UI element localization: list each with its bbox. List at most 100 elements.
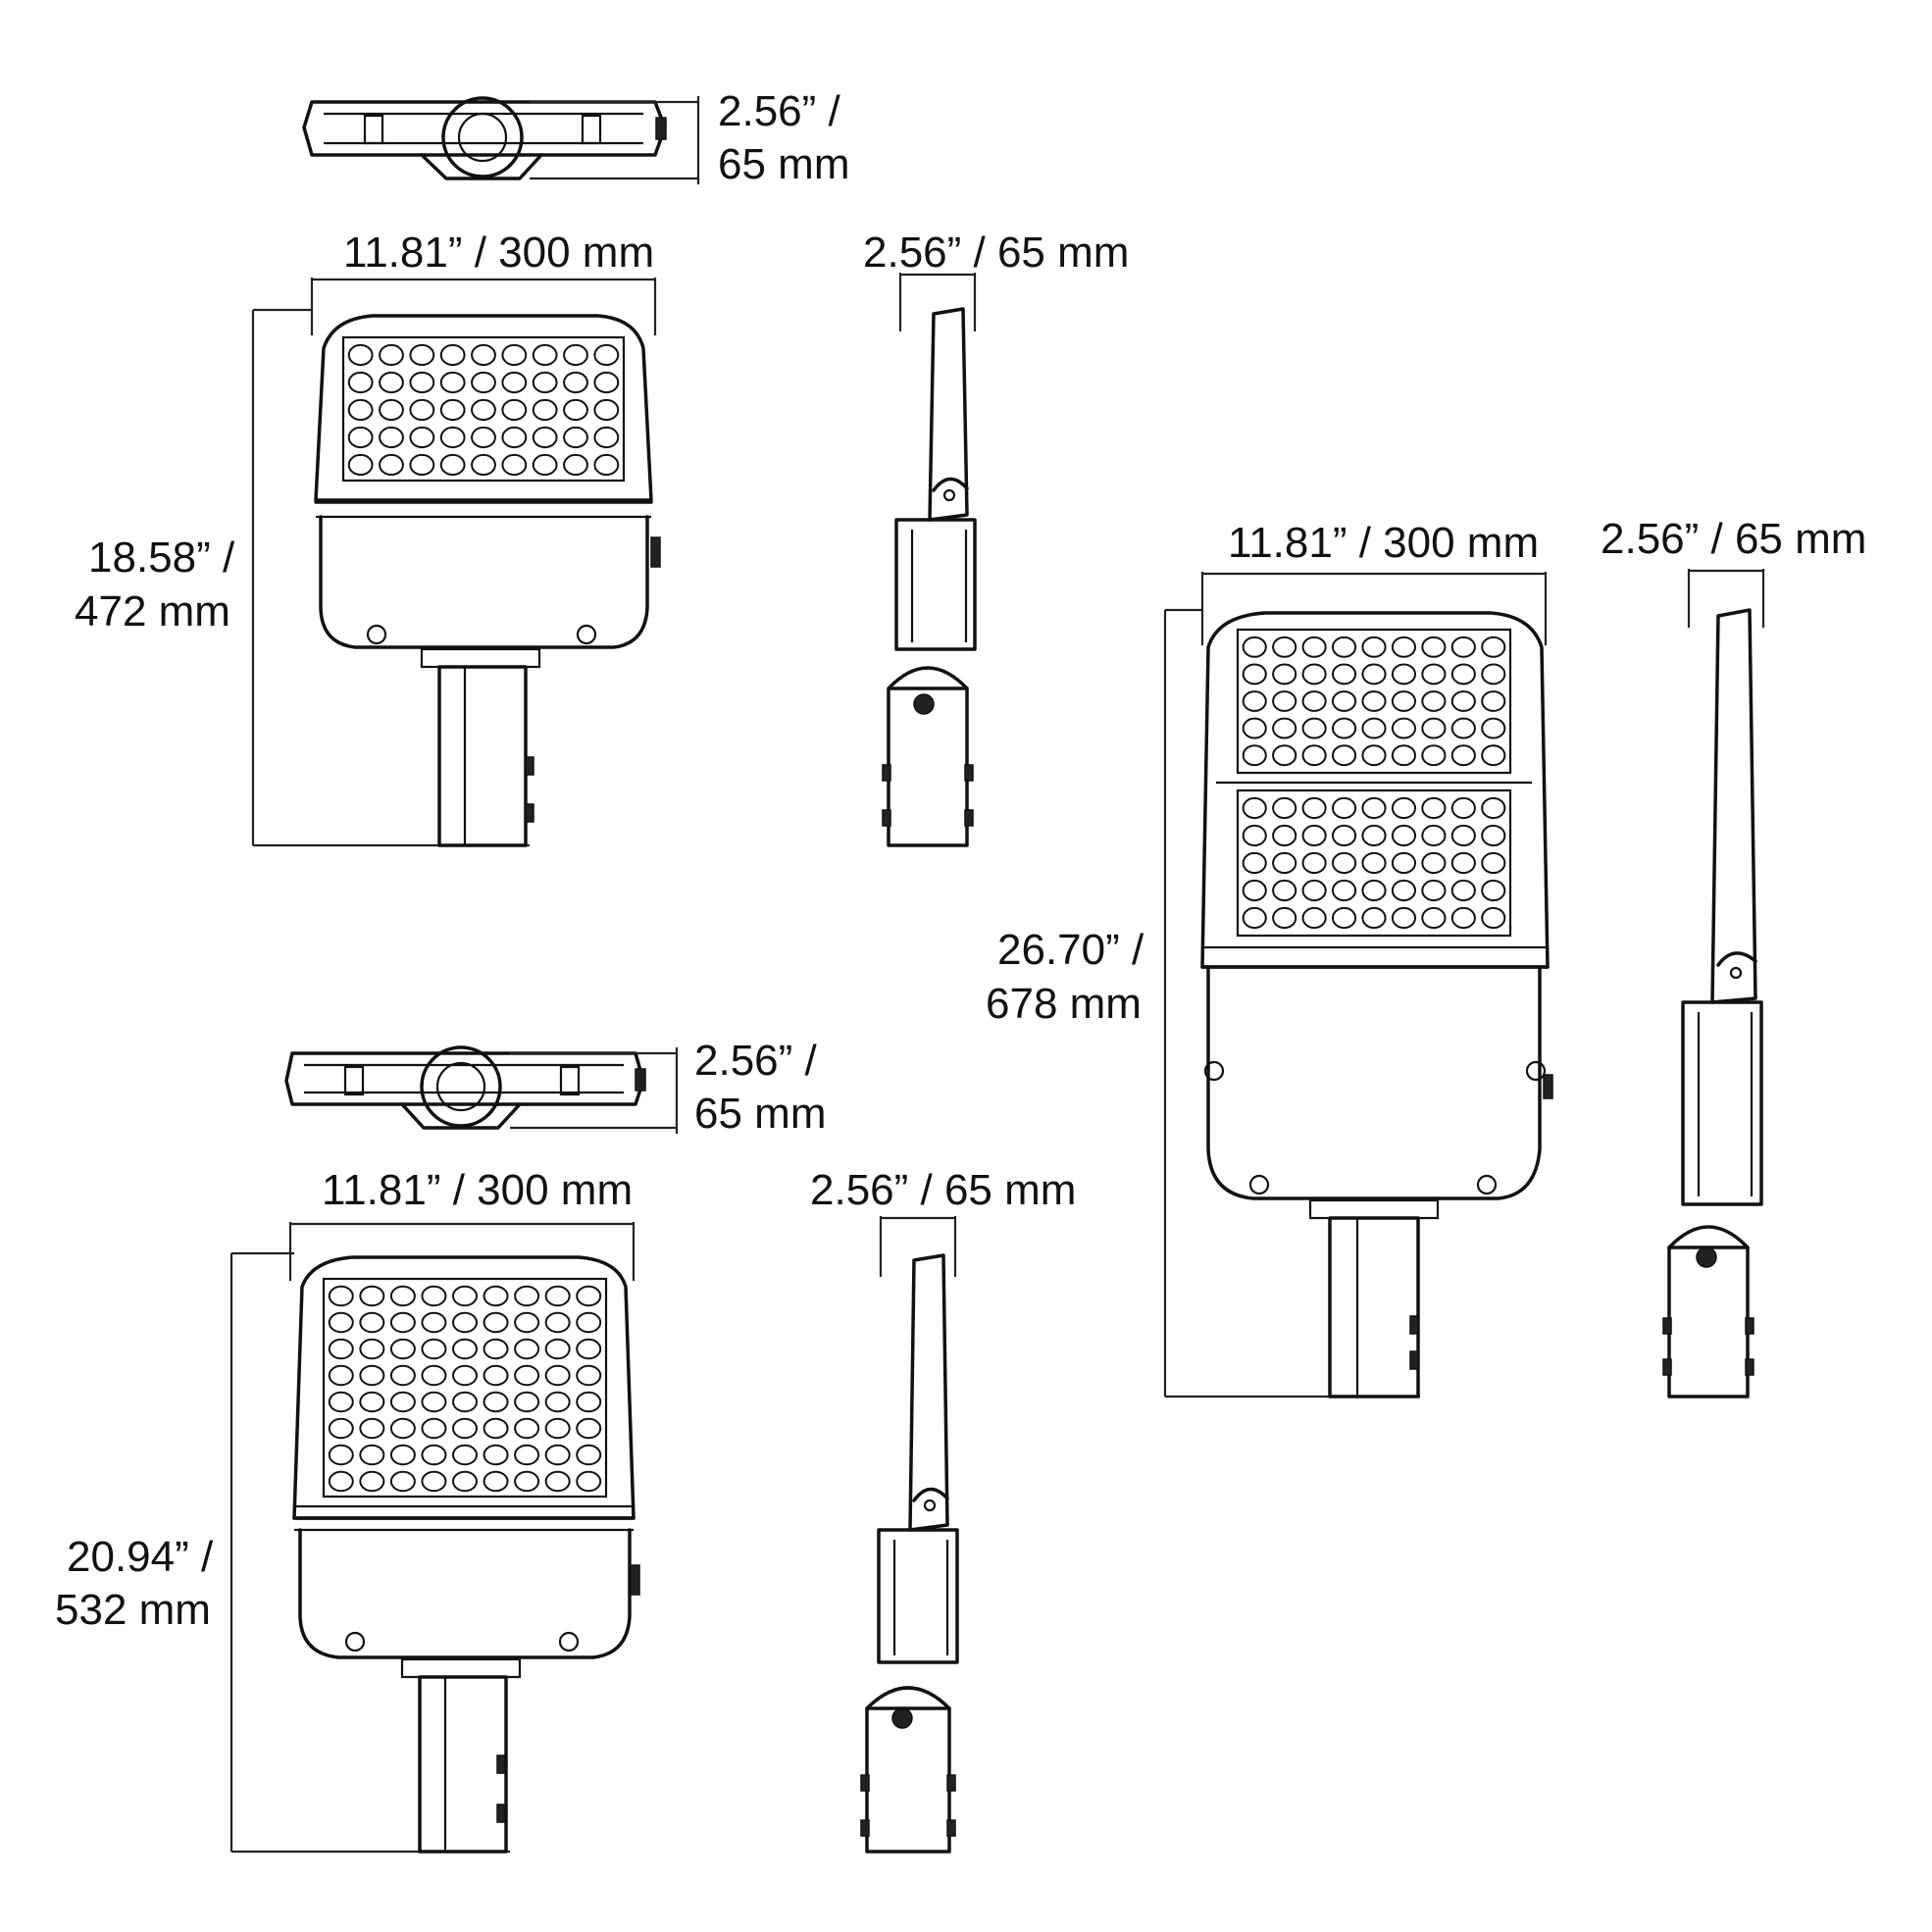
led-lens [347,371,374,394]
led-lens [1450,851,1476,875]
small-side-depth: 2.56” / 65 mm [863,229,1129,277]
led-lens [421,1364,447,1387]
led-lens [593,343,620,367]
led-lens [452,1338,478,1360]
led-lens [501,343,528,367]
led-lens [1421,906,1447,930]
medium-top-depth-line1: 2.56” / [694,1037,818,1085]
led-lens [1481,636,1506,658]
large-led-array-upper [1242,636,1506,767]
led-lens [483,1417,509,1440]
led-lens [1361,824,1387,847]
medium-front-height-line2: 532 mm [55,1586,211,1634]
led-lens [389,1391,416,1413]
led-lens [1361,717,1387,739]
led-lens [1242,717,1267,739]
led-lens [483,1311,509,1334]
led-lens [1331,906,1357,930]
led-lens [1421,744,1447,767]
led-lens [1450,636,1476,658]
led-lens [1301,851,1327,875]
small-front-view [251,278,661,847]
led-lens [439,426,466,449]
led-lens [471,398,496,422]
led-lens [452,1311,478,1334]
large-side-view [1662,569,1765,1398]
small-led-array [347,343,620,477]
led-lens [1331,879,1357,902]
led-lens [1481,879,1506,902]
led-lens [359,1311,385,1334]
medium-side-depth: 2.56” / 65 mm [810,1166,1076,1214]
led-lens [1301,636,1327,658]
led-lens [452,1391,478,1413]
led-lens [1272,690,1297,712]
led-lens [452,1444,478,1466]
led-lens [1242,636,1267,658]
led-lens [514,1470,540,1493]
led-lens [576,1444,602,1466]
led-lens [1361,851,1387,875]
led-lens [593,371,620,394]
led-lens [1481,690,1506,712]
led-lens [1481,663,1506,686]
small-top-depth-line1: 2.56” / [718,87,841,135]
medium-front-width: 11.81” / 300 mm [322,1166,633,1214]
led-lens [1391,796,1417,820]
large-front-width: 11.81” / 300 mm [1228,519,1539,567]
led-lens [1272,744,1297,767]
led-lens [576,1470,602,1493]
led-lens [514,1285,540,1307]
led-lens [389,1470,416,1493]
led-lens [1391,824,1417,847]
led-lens [347,426,374,449]
led-lens [1272,851,1297,875]
led-lens [593,426,620,449]
led-lens [514,1391,540,1413]
led-lens [328,1470,354,1493]
led-lens [359,1417,385,1440]
led-lens [532,343,558,367]
led-lens [532,453,558,477]
led-lens [1242,879,1267,902]
led-lens [421,1417,447,1440]
led-lens [563,398,588,422]
led-lens [576,1285,602,1307]
led-lens [544,1391,571,1413]
led-lens [421,1470,447,1493]
led-lens [483,1470,509,1493]
led-lens [563,343,588,367]
led-lens [471,426,496,449]
led-lens [1301,879,1327,902]
led-lens [1242,744,1267,767]
led-lens [1361,636,1387,658]
led-lens [1331,744,1357,767]
led-lens [1331,717,1357,739]
led-lens [347,343,374,367]
led-lens [409,343,435,367]
led-lens [544,1364,571,1387]
small-front-width: 11.81” / 300 mm [343,229,654,277]
led-lens [1272,663,1297,686]
led-lens [1361,796,1387,820]
led-lens [1331,851,1357,875]
led-lens [576,1311,602,1334]
led-lens [389,1285,416,1307]
led-lens [379,426,404,449]
led-lens [389,1311,416,1334]
led-lens [1391,906,1417,930]
led-lens [439,398,466,422]
led-lens [1450,690,1476,712]
led-lens [1331,690,1357,712]
led-lens [593,453,620,477]
led-lens [1450,717,1476,739]
led-lens [359,1391,385,1413]
led-lens [544,1338,571,1360]
led-lens [483,1444,509,1466]
led-lens [1361,744,1387,767]
led-lens [1450,906,1476,930]
led-lens [1421,636,1447,658]
led-lens [1272,717,1297,739]
led-lens [1301,744,1327,767]
led-lens [514,1338,540,1360]
